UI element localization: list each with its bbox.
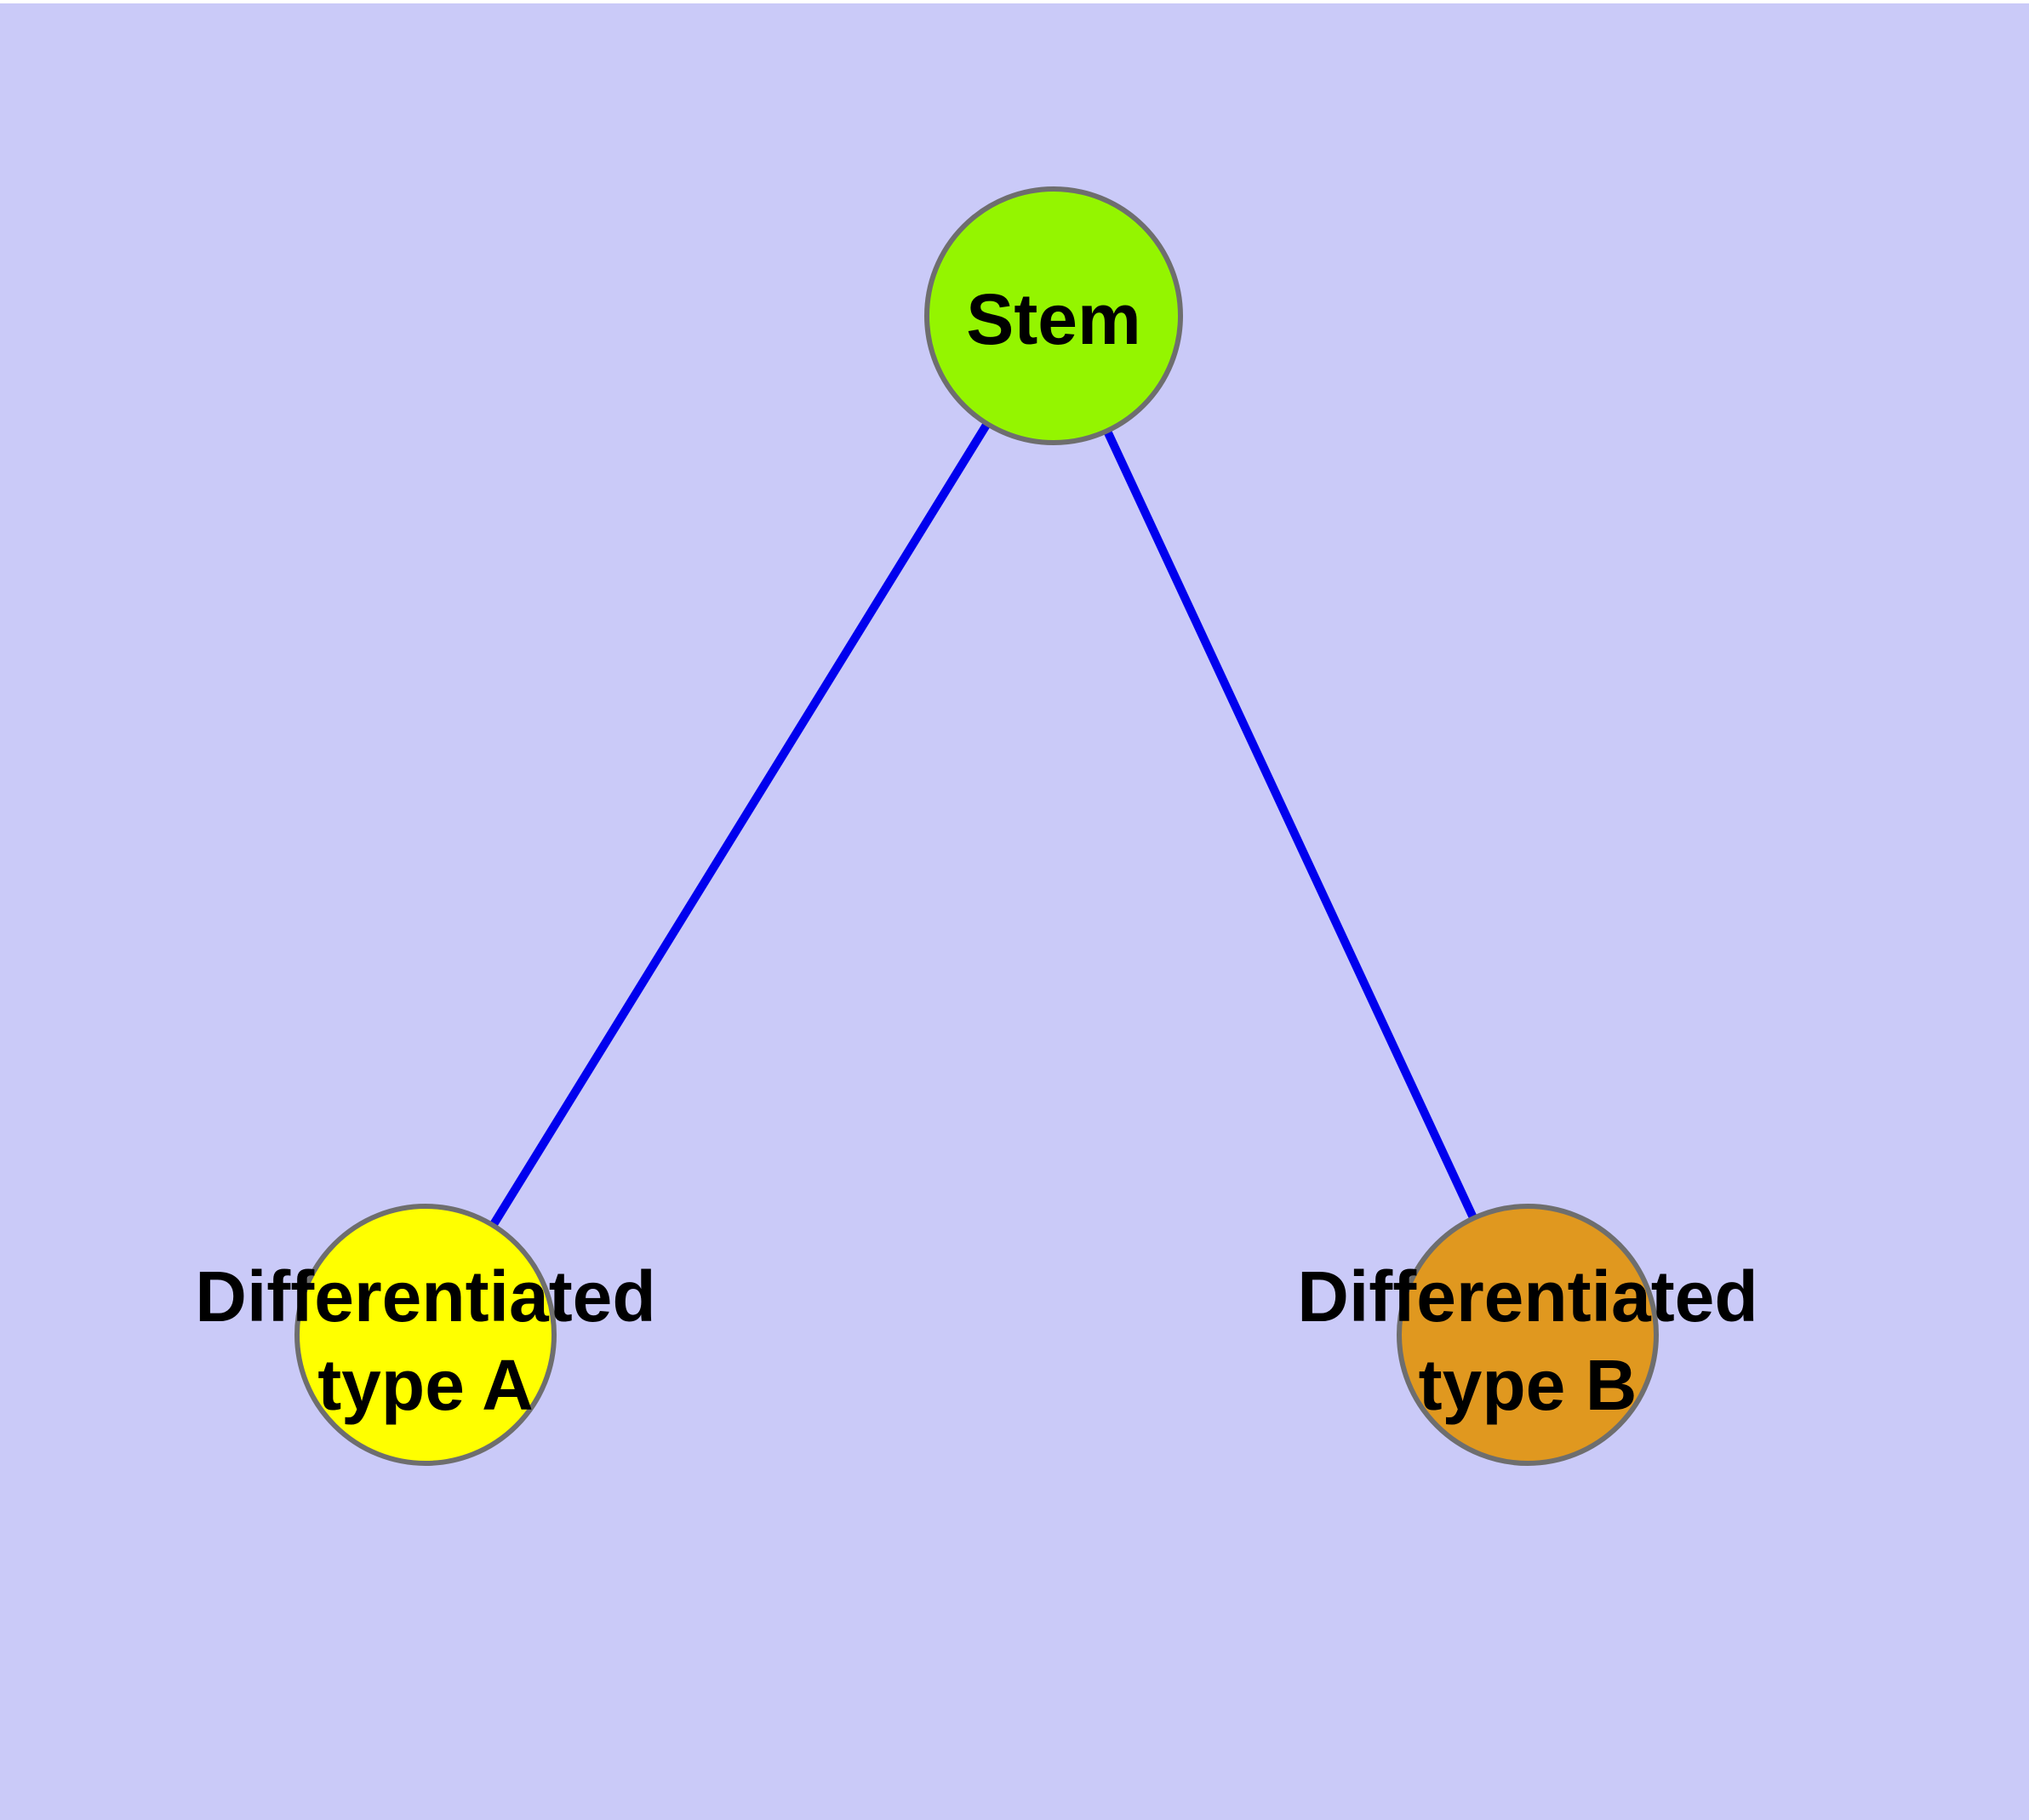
edge-stem-to-type-a xyxy=(421,313,1058,1337)
node-type-b-label-line1: Differentiated xyxy=(1297,1256,1758,1336)
node-type-a-label-line2: type A xyxy=(317,1345,534,1425)
node-type-b-label-line2: type B xyxy=(1419,1345,1637,1425)
node-type-a-label-line1: Differentiated xyxy=(195,1256,655,1336)
node-stem-label: Stem xyxy=(966,279,1140,359)
node-type-a-circle xyxy=(294,1204,557,1466)
node-stem-circle xyxy=(924,186,1183,445)
node-type-b-circle xyxy=(1397,1204,1659,1466)
canvas-top-strip xyxy=(0,0,2029,3)
edge-stem-to-type-b xyxy=(1049,313,1532,1337)
